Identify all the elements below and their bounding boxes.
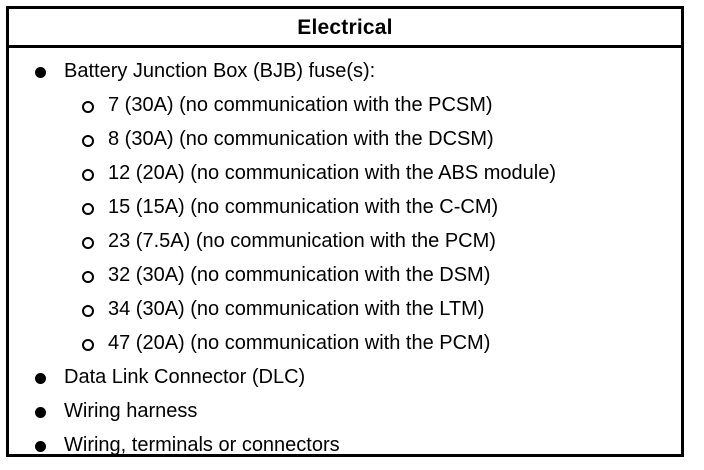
circle-glyph [82,168,94,181]
list-item: Wiring, terminals or connectors [9,428,681,462]
sub-list-item: 7 (30A) (no communication with the PCSM) [9,88,681,122]
list-item-label: 47 (20A) (no communication with the PCM) [108,332,491,354]
list-item-label: 23 (7.5A) (no communication with the PCM… [108,230,496,252]
list-item-label: Data Link Connector (DLC) [64,366,306,388]
hollow-circle-icon [82,158,108,192]
sub-list-item: 34 (30A) (no communication with the LTM) [9,292,681,326]
electrical-table: Electrical Battery Junction Box (BJB) fu… [6,6,684,457]
list-item-label: 15 (15A) (no communication with the C-CM… [108,196,499,218]
hollow-circle-icon [82,260,108,294]
sub-list-item: 8 (30A) (no communication with the DCSM) [9,122,681,156]
list-item-label: 7 (30A) (no communication with the PCSM) [108,94,493,116]
bullet-glyph [35,373,46,385]
list-item-label: Wiring harness [64,400,198,422]
list-item: Battery Junction Box (BJB) fuse(s): [9,54,681,88]
table-body: Battery Junction Box (BJB) fuse(s): 7 (30… [9,48,681,462]
hollow-circle-icon [82,294,108,328]
hollow-circle-icon [82,124,108,158]
circle-glyph [82,202,94,215]
table-header-title: Electrical [297,15,393,39]
hollow-circle-icon [82,226,108,260]
circle-glyph [82,338,94,351]
sub-list-item: 47 (20A) (no communication with the PCM) [9,326,681,360]
bullet-glyph [35,67,46,79]
bullet-icon [35,429,64,463]
hollow-circle-icon [82,328,108,362]
list-item-label: Battery Junction Box (BJB) fuse(s): [64,60,376,82]
circle-glyph [82,236,94,249]
bullet-glyph [35,407,46,419]
list-item-label: 12 (20A) (no communication with the ABS … [108,162,556,184]
circle-glyph [82,100,94,113]
bullet-icon [35,55,64,89]
list-item: Data Link Connector (DLC) [9,360,681,394]
circle-glyph [82,270,94,283]
bullet-icon [35,361,64,395]
bullet-glyph [35,441,46,453]
list-item-label: 34 (30A) (no communication with the LTM) [108,298,485,320]
sub-list-item: 12 (20A) (no communication with the ABS … [9,156,681,190]
table-header: Electrical [9,9,681,48]
list-item-label: 32 (30A) (no communication with the DSM) [108,264,491,286]
sub-list-item: 15 (15A) (no communication with the C-CM… [9,190,681,224]
hollow-circle-icon [82,192,108,226]
bullet-icon [35,395,64,429]
circle-glyph [82,304,94,317]
list-item-label: Wiring, terminals or connectors [64,434,340,456]
sub-list-item: 32 (30A) (no communication with the DSM) [9,258,681,292]
list-item-label: 8 (30A) (no communication with the DCSM) [108,128,494,150]
sub-list-item: 23 (7.5A) (no communication with the PCM… [9,224,681,258]
list-item: Wiring harness [9,394,681,428]
hollow-circle-icon [82,90,108,124]
circle-glyph [82,134,94,147]
